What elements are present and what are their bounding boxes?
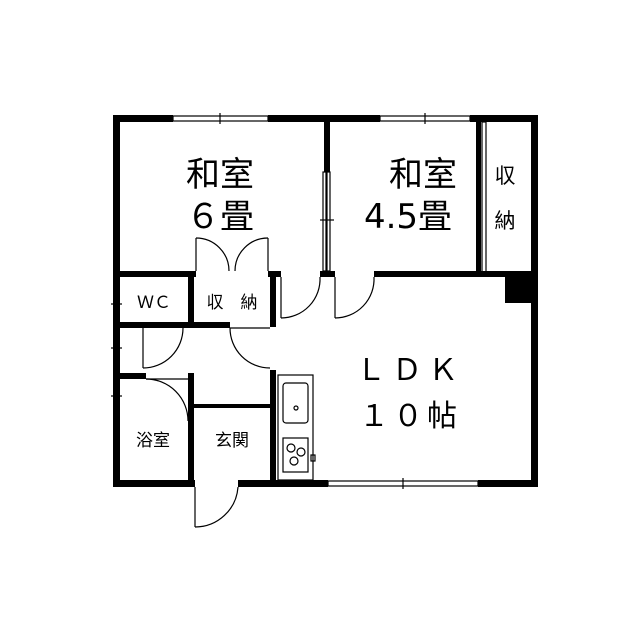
washitsu-45-size: 4.5畳	[364, 197, 452, 237]
storage-mid-label: 収 納	[207, 293, 258, 313]
doors	[142, 237, 375, 528]
entrance-label: 玄関	[215, 431, 249, 451]
interior-walls	[120, 121, 538, 487]
washitsu-6-label: 和室	[186, 155, 254, 195]
kitchen	[277, 374, 316, 481]
sliding-door-washitsu	[320, 171, 334, 272]
ldk-size: １０帖	[359, 399, 461, 434]
ldk-label: ＬＤＫ	[356, 353, 464, 388]
room-labels: 和室 ６畳 和室 4.5畳 収 納 ＷＣ 収 納 ＬＤＫ １０帖 浴室 玄関	[136, 155, 516, 451]
storage-right-label-2: 納	[495, 209, 516, 233]
windows	[111, 113, 479, 489]
storage-right-label-1: 収	[495, 164, 516, 188]
bath-label: 浴室	[136, 431, 170, 451]
stove-icon	[282, 437, 309, 473]
sink-icon	[282, 382, 309, 424]
outer-walls	[113, 115, 538, 487]
wc-label: ＷＣ	[137, 293, 171, 313]
washitsu-6-size: ６畳	[186, 197, 254, 237]
washitsu-45-label: 和室	[389, 155, 457, 195]
